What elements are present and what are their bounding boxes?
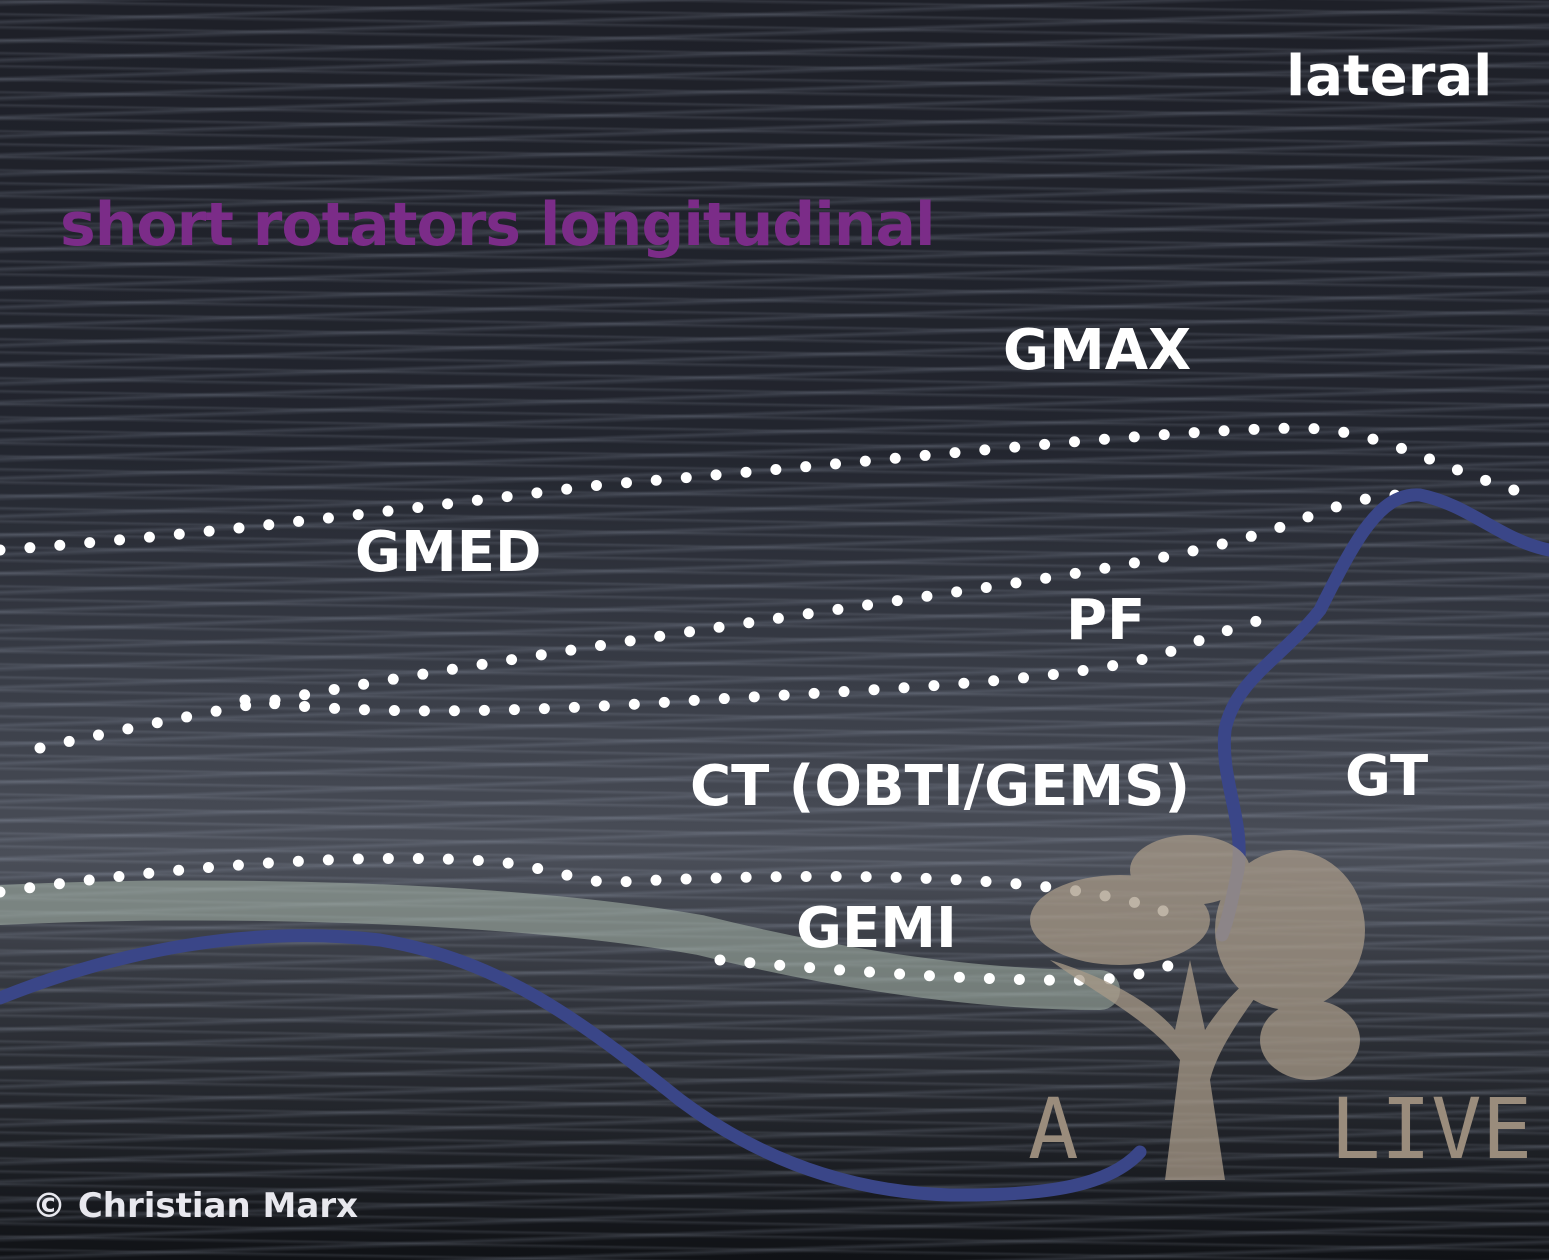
gemi-tendon-band	[0, 880, 1120, 1010]
image-title: short rotators longitudinal	[60, 190, 936, 260]
tree-logo-icon	[1030, 835, 1365, 1180]
pf-ct-boundary	[239, 614, 1266, 717]
label-pf: PF	[1066, 588, 1146, 653]
copyright-notice: © Christian Marx	[32, 1186, 359, 1226]
label-ct: CT (OBTI/GEMS)	[690, 754, 1191, 819]
gmax-gmed-boundary	[0, 422, 1526, 556]
gmed-pf-boundary	[34, 489, 1406, 754]
logo-text-left: A	[1028, 1080, 1079, 1178]
label-gt: GT	[1345, 744, 1429, 809]
orientation-label: lateral	[1286, 44, 1493, 109]
label-gemi: GEMI	[796, 896, 957, 961]
label-gmed: GMED	[355, 520, 542, 585]
ischium-outline	[0, 929, 1147, 1202]
gemi-lower-boundary	[714, 954, 1176, 986]
logo-text-right: LIVE	[1330, 1080, 1533, 1178]
label-gmax: GMAX	[1003, 318, 1192, 383]
